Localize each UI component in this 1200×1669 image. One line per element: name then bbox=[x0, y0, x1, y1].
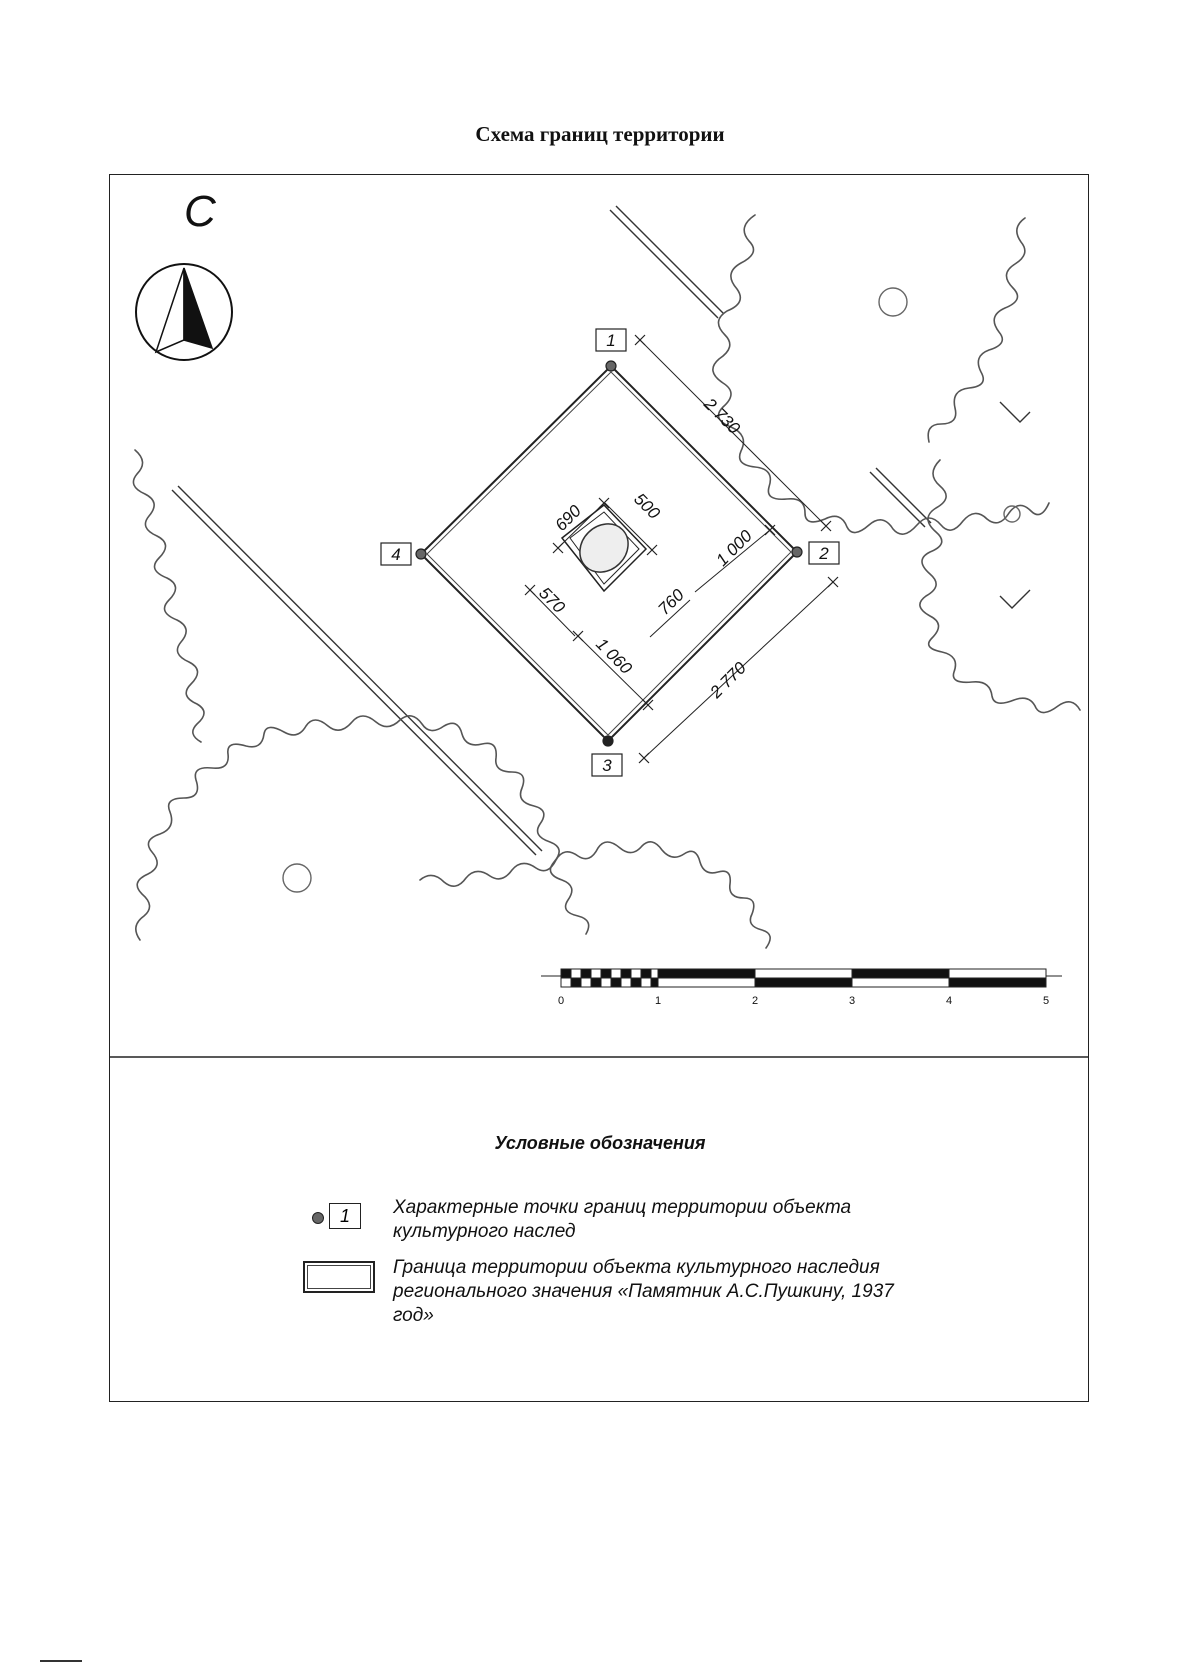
point-number-box: 1 bbox=[329, 1203, 361, 1229]
scale-bar bbox=[541, 968, 1062, 988]
scale-label-2: 2 bbox=[752, 995, 758, 1007]
legend-boundary-description: Граница территории объекта культурного н… bbox=[393, 1257, 894, 1326]
north-arrow-icon bbox=[135, 263, 233, 361]
legend-point-description: Характерные точки границ территории объе… bbox=[393, 1197, 852, 1242]
point-label-1: 1 bbox=[606, 331, 615, 350]
legend-title: Условные обозначения bbox=[494, 1133, 706, 1153]
scale-label-0: 0 bbox=[558, 995, 564, 1007]
legend-point-symbol: 1 bbox=[308, 1203, 368, 1231]
map-frame bbox=[109, 174, 1089, 1402]
point-marker-2 bbox=[791, 546, 803, 558]
scale-label-4: 4 bbox=[946, 995, 952, 1007]
dimension-label-760: 760 bbox=[654, 585, 688, 619]
point-label-2: 2 bbox=[818, 544, 829, 563]
north-label: С bbox=[184, 187, 217, 236]
point-label-3: 3 bbox=[602, 756, 612, 775]
dimension-ticks bbox=[524, 334, 839, 764]
scale-label-5: 5 bbox=[1043, 995, 1049, 1007]
dimension-lines bbox=[529, 339, 834, 759]
page-mark bbox=[40, 1660, 82, 1662]
point-marker-1 bbox=[605, 360, 617, 372]
scale-label-1: 1 bbox=[655, 995, 661, 1007]
point-marker-3 bbox=[602, 735, 614, 747]
point-dot-icon bbox=[312, 1212, 324, 1224]
dimension-label-1000: 1 000 bbox=[712, 526, 756, 570]
tree-symbols bbox=[282, 287, 1021, 893]
page-title: Схема границ территории bbox=[475, 122, 725, 146]
point-label-4: 4 bbox=[391, 545, 400, 564]
road-lines bbox=[171, 205, 1031, 856]
point-marker-4 bbox=[415, 548, 427, 560]
dimension-label-500: 500 bbox=[630, 489, 664, 523]
dimension-label-570: 570 bbox=[535, 583, 569, 617]
tree-canopy-outlines bbox=[132, 214, 1081, 949]
scale-label-3: 3 bbox=[849, 995, 855, 1007]
legend-boundary-symbol bbox=[303, 1261, 375, 1293]
characteristic-points bbox=[380, 328, 840, 777]
